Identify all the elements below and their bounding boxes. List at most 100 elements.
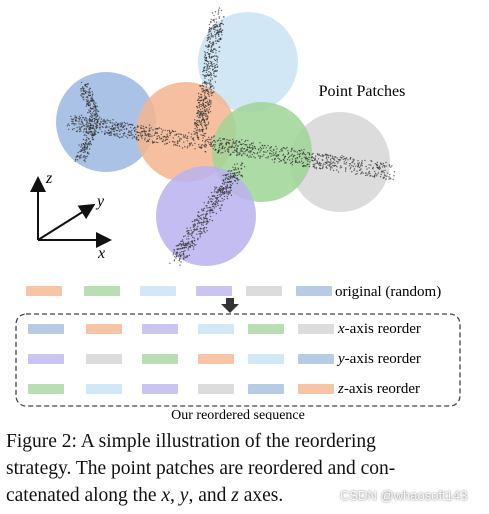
point — [200, 120, 202, 123]
point — [209, 105, 212, 108]
point — [72, 120, 74, 123]
patch-token-purple — [142, 384, 178, 394]
point — [162, 139, 165, 141]
point — [108, 134, 111, 136]
point — [220, 37, 222, 39]
point — [229, 146, 232, 148]
point — [81, 150, 83, 152]
point — [88, 100, 90, 102]
point — [223, 183, 225, 185]
point — [115, 133, 117, 135]
point — [203, 213, 205, 215]
point — [206, 102, 209, 104]
point — [210, 45, 213, 47]
point — [183, 255, 185, 257]
point — [233, 146, 236, 149]
point — [194, 124, 196, 126]
point — [86, 155, 88, 157]
point — [80, 126, 83, 128]
point — [90, 113, 92, 115]
point — [212, 139, 215, 142]
point — [204, 132, 207, 135]
point — [330, 162, 332, 164]
point — [275, 155, 277, 157]
point — [164, 129, 166, 131]
point — [322, 154, 325, 157]
point — [199, 112, 201, 115]
point — [94, 115, 96, 117]
point — [202, 114, 204, 117]
point — [92, 102, 95, 104]
point — [207, 140, 209, 143]
point — [91, 119, 93, 121]
point — [238, 140, 241, 143]
point — [361, 165, 363, 167]
point — [217, 196, 219, 199]
point — [82, 151, 85, 154]
point — [84, 149, 86, 151]
point — [207, 112, 210, 114]
point — [155, 132, 157, 134]
point — [135, 136, 138, 138]
point — [189, 233, 191, 235]
point — [306, 159, 308, 161]
point — [203, 67, 205, 69]
point — [210, 35, 212, 37]
point — [215, 42, 217, 45]
point — [244, 141, 246, 143]
point — [93, 99, 95, 102]
point — [88, 127, 90, 130]
point — [85, 157, 87, 160]
point — [83, 124, 85, 127]
point — [163, 135, 165, 138]
point — [342, 158, 344, 161]
point — [226, 190, 228, 192]
point — [202, 102, 204, 104]
point — [205, 71, 208, 74]
point — [190, 136, 192, 138]
patch-token-gray — [86, 354, 122, 364]
point — [275, 151, 277, 153]
point — [197, 221, 199, 223]
point — [76, 155, 79, 157]
original-row — [26, 286, 332, 296]
point — [177, 140, 179, 143]
point — [201, 114, 203, 116]
point — [233, 169, 235, 171]
point — [385, 161, 387, 164]
point — [210, 92, 212, 95]
point — [390, 178, 392, 180]
point — [301, 162, 303, 164]
point — [203, 144, 205, 147]
point — [141, 134, 143, 137]
caption-prefix: Figure 2: — [6, 431, 77, 452]
point — [328, 164, 331, 166]
point — [82, 138, 85, 141]
point — [329, 162, 331, 164]
point — [168, 129, 170, 132]
point — [334, 156, 337, 158]
point — [200, 112, 203, 114]
point — [179, 140, 181, 142]
point — [375, 163, 378, 165]
point — [95, 127, 98, 130]
point — [206, 39, 208, 42]
x-reorder-label: x-axis reorder — [337, 321, 421, 337]
down-arrow-icon — [221, 298, 239, 313]
point — [232, 166, 234, 168]
point — [213, 202, 215, 204]
point — [75, 155, 78, 157]
point — [221, 143, 223, 145]
point — [155, 127, 158, 130]
point — [210, 200, 212, 202]
point — [236, 177, 238, 179]
point — [123, 121, 126, 124]
point — [74, 115, 76, 117]
point — [294, 157, 297, 160]
point — [220, 193, 222, 196]
figure-illustration: Point Patches z y x original (random) x-… — [15, 7, 461, 420]
point — [267, 155, 269, 158]
point — [123, 128, 126, 130]
point — [211, 63, 213, 65]
point — [220, 188, 223, 191]
